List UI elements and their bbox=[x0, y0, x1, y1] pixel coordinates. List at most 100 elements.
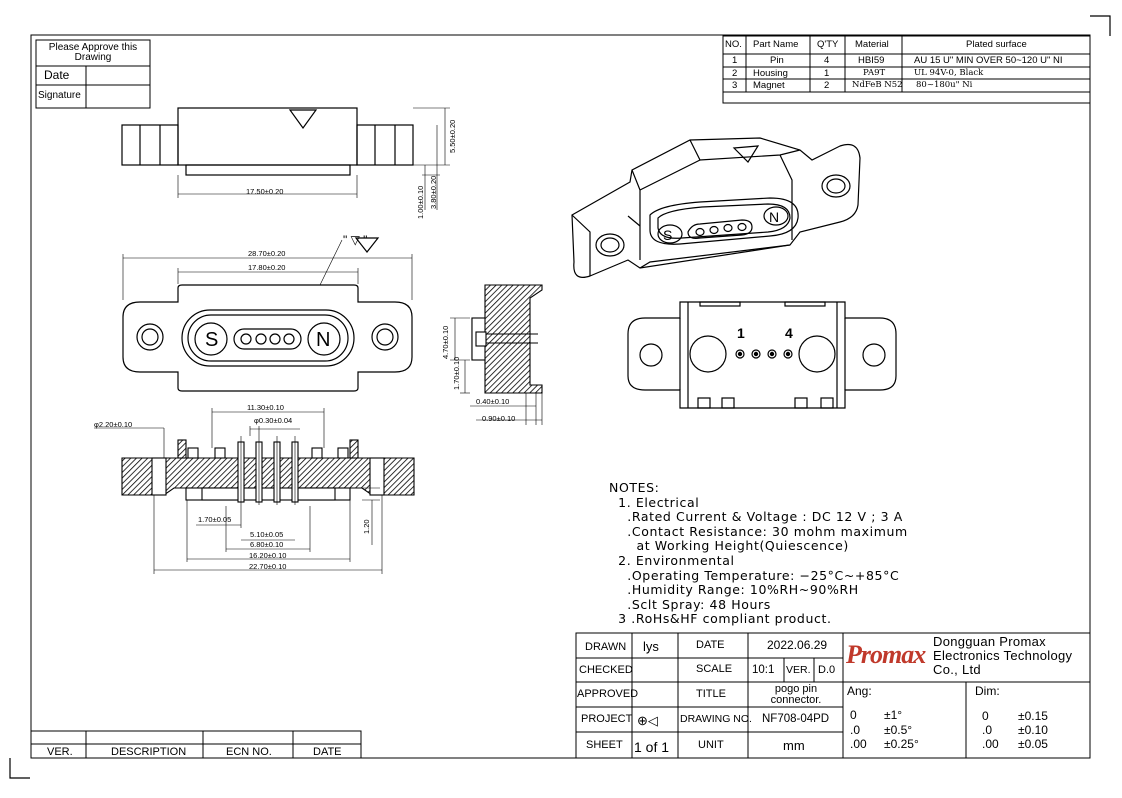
ang-row1-val: ±1° bbox=[884, 708, 903, 722]
rev-header-date: DATE bbox=[313, 746, 342, 758]
notes-line-6: .Operating Temperature: −25°C~+85°C bbox=[609, 567, 900, 583]
top-view-labels: S N bbox=[205, 329, 330, 351]
dim-row1-val: ±0.15 bbox=[1018, 709, 1048, 723]
dim-row2-val: ±0.10 bbox=[1018, 723, 1048, 737]
bom-header-part: Part Name bbox=[753, 39, 799, 50]
bom-row3-no: 3 bbox=[732, 80, 738, 91]
drawn-label: DRAWN bbox=[585, 641, 627, 653]
title-value: pogo pin connector. bbox=[770, 683, 822, 706]
notes-line-1: 1. Electrical bbox=[609, 494, 700, 510]
title-label: TITLE bbox=[696, 688, 726, 700]
notes-title: NOTES: bbox=[609, 480, 660, 495]
dim-side-h3: 1.00±0.10 bbox=[416, 185, 425, 219]
rev-header-ecn: ECN NO. bbox=[226, 746, 272, 758]
notes-block: NOTES: 1. Electrical .Rated Current & Vo… bbox=[609, 480, 908, 627]
dim-row3-key: .00 bbox=[982, 737, 999, 751]
pin1-label: 1 bbox=[737, 325, 745, 341]
bom-header-plated: Plated surface bbox=[966, 39, 1027, 50]
dim-section-h2: 1.70±0.10 bbox=[452, 356, 461, 390]
notes-line-3: .Contact Resistance: 30 mohm maximum bbox=[609, 523, 908, 539]
front-view bbox=[627, 301, 897, 409]
approve-title: Please Approve this Drawing bbox=[48, 42, 138, 63]
ang-row1-key: 0 bbox=[850, 708, 857, 722]
unit-label: UNIT bbox=[698, 739, 724, 751]
corner-mark-top bbox=[1090, 15, 1111, 36]
drawing-no-label: DRAWING NO. bbox=[680, 713, 752, 725]
approved-label: APPROVED bbox=[577, 688, 639, 700]
company-logo: Promax bbox=[846, 640, 926, 669]
dim-hole-dia: φ2.20±0.10 bbox=[94, 420, 133, 429]
title-block-lines bbox=[575, 632, 1091, 759]
sheet-border bbox=[30, 34, 1091, 759]
ver-value: D.0 bbox=[818, 664, 836, 676]
bom-header-qty: Q'TY bbox=[817, 39, 839, 50]
notes-line-7: .Humidity Range: 10%RH~90%RH bbox=[609, 582, 859, 598]
top-view bbox=[122, 237, 413, 392]
dim-row2-key: .0 bbox=[982, 723, 993, 737]
dim-b6: 1.20 bbox=[362, 519, 371, 534]
notes-line-2: .Rated Current & Voltage : DC 12 V ; 3 A bbox=[609, 509, 903, 525]
company-name: Dongguan Promax Electronics Technology C… bbox=[933, 634, 1073, 677]
dim-side-width: 17.50±0.20 bbox=[246, 187, 284, 196]
bom-header-material: Material bbox=[855, 39, 889, 50]
rev-header-ver: VER. bbox=[47, 746, 73, 758]
bom-row1-no: 1 bbox=[732, 55, 738, 66]
dim-side-height: 5.50±0.20 bbox=[448, 119, 457, 153]
cross-section bbox=[121, 436, 415, 505]
dim-label: Dim: bbox=[975, 684, 1000, 698]
checked-label: CHECKED bbox=[579, 664, 633, 676]
bom-table-lines bbox=[722, 35, 1091, 104]
dim-top-inner: 17.80±0.20 bbox=[248, 263, 286, 272]
notes-line-9: 3 .RoHs&HF compliant product. bbox=[609, 611, 832, 627]
sheet-value: 1 of 1 bbox=[634, 739, 670, 755]
bom-row3-part: Magnet bbox=[753, 80, 785, 91]
magnet-s-label: S bbox=[205, 329, 218, 351]
drawing-no-value: NF708-04PD bbox=[762, 713, 830, 725]
section-view bbox=[450, 284, 543, 425]
sheet-label: SHEET bbox=[586, 739, 623, 751]
bom-row3-qty: 2 bbox=[824, 80, 830, 91]
bom-row2-material: PA9T bbox=[863, 68, 886, 78]
drawn-value: lys bbox=[643, 639, 659, 654]
corner-mark-bottom bbox=[9, 758, 30, 779]
magnet-n-label: N bbox=[316, 329, 330, 351]
dim-pin-span: 11.30±0.10 bbox=[247, 403, 284, 412]
side-view bbox=[121, 107, 450, 210]
dim-top-total: 28.70±0.20 bbox=[248, 249, 286, 258]
date-label: DATE bbox=[696, 639, 725, 651]
scale-label: SCALE bbox=[696, 663, 733, 675]
notes-line-8: .Sclt Spray: 48 Hours bbox=[609, 596, 771, 612]
bom-row2-qty: 1 bbox=[824, 68, 830, 79]
dim-section-w1: 0.40±0.10 bbox=[476, 397, 510, 406]
pin4-label: 4 bbox=[785, 325, 793, 341]
ang-row3-val: ±0.25° bbox=[884, 737, 919, 751]
dim-b5: 22.70±0.10 bbox=[249, 562, 287, 571]
isometric-labels: S N bbox=[663, 209, 779, 243]
dim-row1-key: 0 bbox=[982, 709, 989, 723]
dim-row3-val: ±0.05 bbox=[1018, 737, 1048, 751]
rev-header-description: DESCRIPTION bbox=[111, 746, 187, 758]
dim-side-h2: 3.80±0.20 bbox=[429, 175, 438, 209]
notes-line-4: at Working Height(Quiescence) bbox=[609, 538, 849, 554]
approve-box bbox=[35, 39, 151, 109]
dim-section-h1: 4.70±0.10 bbox=[441, 325, 450, 359]
cross-section-dims bbox=[94, 408, 383, 574]
bom-row3-material: NdFeB N52 bbox=[852, 80, 903, 90]
isometric-view bbox=[571, 137, 861, 278]
iso-magnet-n-label: N bbox=[769, 209, 779, 225]
project-label: PROJECT bbox=[581, 713, 633, 725]
bom-row1-plated: AU 15 U" MIN OVER 50~120 U" NI bbox=[914, 55, 1063, 66]
revision-table-lines bbox=[30, 730, 362, 759]
unit-value: mm bbox=[783, 738, 805, 753]
scale-value: 10:1 bbox=[752, 664, 775, 676]
bom-row1-material: HBI59 bbox=[858, 55, 885, 66]
notes-line-5: 2. Environmental bbox=[609, 552, 735, 568]
bom-row1-qty: 4 bbox=[824, 55, 830, 66]
dim-pin-dia: φ0.30±0.04 bbox=[254, 416, 293, 425]
dim-b1: 1.70±0.05 bbox=[198, 515, 232, 524]
bom-row3-plated: 80~180u" Ni bbox=[916, 80, 973, 90]
dim-b2: 5.10±0.05 bbox=[250, 530, 284, 539]
bom-header-no: NO. bbox=[725, 39, 742, 50]
